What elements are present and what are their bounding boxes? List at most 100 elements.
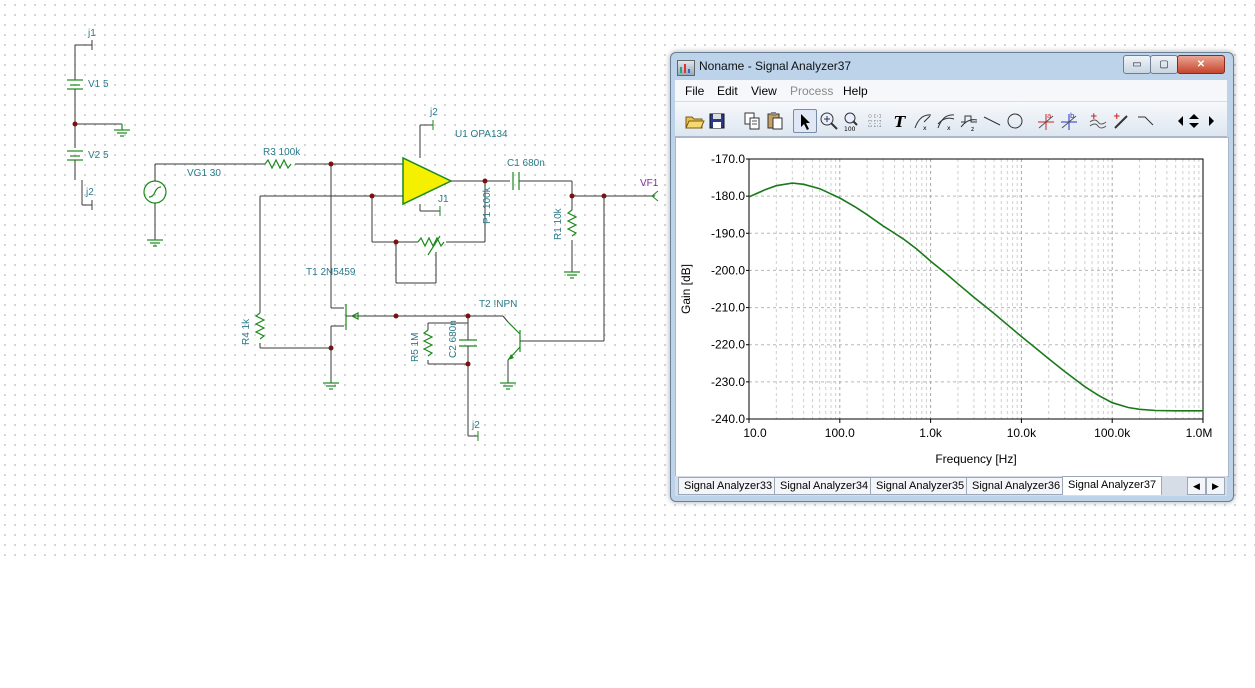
label-t1: T1 2N5459 bbox=[306, 267, 356, 278]
label-r4: R4 1k bbox=[241, 318, 252, 345]
x-tick-label: 100.0 bbox=[825, 426, 855, 440]
curve-icon[interactable]: x bbox=[912, 110, 934, 132]
menu-edit[interactable]: Edit bbox=[717, 84, 738, 98]
plot-area[interactable]: -170.0 -180.0 -190.0 -200.0 -210.0 -220.0 -230… bbox=[675, 137, 1229, 477]
label-p1: P1 100k bbox=[482, 186, 493, 224]
toolbar: 100 T x x z a b + + bbox=[675, 102, 1227, 137]
y-tick-label: -220.0 bbox=[711, 338, 745, 352]
label-t2: T2 !NPN bbox=[479, 299, 517, 310]
y-axis-label: Gain [dB] bbox=[679, 264, 693, 314]
paste-icon[interactable] bbox=[764, 110, 786, 132]
svg-text:+: + bbox=[1113, 112, 1121, 122]
nav-updown-icon[interactable] bbox=[1183, 110, 1199, 132]
label-j2-bottom: j2 bbox=[471, 420, 480, 431]
save-icon[interactable] bbox=[706, 110, 728, 132]
svg-text:T: T bbox=[894, 113, 907, 131]
label-j2-left: j2 bbox=[85, 187, 94, 198]
transistor-t1[interactable] bbox=[323, 161, 396, 390]
svg-text:x: x bbox=[947, 125, 951, 132]
curve-2-icon[interactable]: x bbox=[935, 110, 957, 132]
tab-signal-analyzer36[interactable]: Signal Analyzer36 bbox=[966, 477, 1067, 495]
schematic-diagram[interactable]: j1 V1 5 V2 5 j2 VG1 30 R3 100k bbox=[0, 0, 670, 560]
label-r1: R1 10k bbox=[553, 207, 564, 240]
label-r3: R3 100k bbox=[263, 147, 301, 158]
svg-text:b: b bbox=[1070, 112, 1075, 120]
resistor-r3[interactable] bbox=[264, 158, 292, 170]
label-c1: C1 680n bbox=[507, 158, 545, 169]
copy-icon[interactable] bbox=[741, 110, 763, 132]
potentiometer-p1[interactable] bbox=[260, 178, 488, 284]
maximize-button[interactable]: ▢ bbox=[1150, 55, 1178, 74]
chart-grid bbox=[748, 158, 1203, 420]
opamp-u1[interactable] bbox=[402, 120, 510, 216]
open-icon[interactable] bbox=[683, 110, 705, 132]
signal-analyzer-window[interactable]: Noname - Signal Analyzer37 ▭ ▢ ✕ File Ed… bbox=[670, 52, 1234, 502]
cursor-a-icon[interactable]: a bbox=[1035, 110, 1057, 132]
menu-process: Process bbox=[790, 84, 834, 98]
cursor-b-icon[interactable]: b bbox=[1058, 110, 1080, 132]
y-tick-label: -230.0 bbox=[711, 375, 745, 389]
nav-left-icon[interactable] bbox=[1169, 110, 1183, 132]
tab-signal-analyzer34[interactable]: Signal Analyzer34 bbox=[774, 477, 875, 495]
label-vg1: VG1 30 bbox=[187, 168, 221, 179]
plot-frame bbox=[748, 158, 1204, 420]
y-tick-label: -240.0 bbox=[711, 412, 745, 426]
y-tick-label: -190.0 bbox=[711, 226, 745, 240]
circle-icon[interactable] bbox=[1004, 110, 1026, 132]
y-tick-label: -180.0 bbox=[711, 189, 745, 203]
gain-series-line bbox=[748, 182, 1203, 412]
resistor-r4[interactable] bbox=[254, 196, 331, 349]
label-v1: V1 5 bbox=[88, 79, 109, 90]
x-tick-label: 1.0M bbox=[1186, 426, 1213, 440]
label-c2: C2 680n bbox=[448, 320, 459, 358]
tab-signal-analyzer33[interactable]: Signal Analyzer33 bbox=[678, 477, 779, 495]
label-j1-top: j1 bbox=[87, 28, 96, 39]
tab-scroll-left-icon[interactable]: ◀ bbox=[1187, 477, 1206, 495]
pen-icon[interactable]: + bbox=[1110, 110, 1132, 132]
tab-scroll-right-icon[interactable]: ▶ bbox=[1206, 477, 1225, 495]
x-tick-label: 10.0k bbox=[1007, 426, 1037, 440]
rc-network[interactable] bbox=[393, 313, 504, 442]
y-tick-label: -200.0 bbox=[711, 263, 745, 277]
transistor-t2[interactable] bbox=[500, 196, 605, 390]
battery-stack bbox=[67, 40, 130, 210]
label-j1-opamp: J1 bbox=[438, 194, 449, 205]
x-tick-label: 100.0k bbox=[1094, 426, 1131, 440]
zoom-100-icon[interactable]: 100 bbox=[841, 110, 863, 133]
window-title: Noname - Signal Analyzer37 bbox=[699, 59, 852, 73]
resistor-r1[interactable] bbox=[564, 193, 607, 279]
window-titlebar[interactable]: Noname - Signal Analyzer37 ▭ ▢ ✕ bbox=[671, 53, 1233, 79]
zoom-in-icon[interactable] bbox=[818, 110, 840, 132]
close-button[interactable]: ✕ bbox=[1177, 55, 1225, 74]
nav-right-icon[interactable] bbox=[1201, 110, 1214, 132]
menu-view[interactable]: View bbox=[751, 84, 777, 98]
x-tick-label: 1.0k bbox=[919, 426, 943, 440]
analyzer-app-icon bbox=[677, 60, 695, 76]
y-tick-label: -210.0 bbox=[711, 301, 745, 315]
svg-text:100: 100 bbox=[844, 126, 856, 132]
menu-file[interactable]: File bbox=[685, 84, 705, 98]
angle-icon[interactable] bbox=[1135, 110, 1157, 132]
label-v2: V2 5 bbox=[88, 150, 109, 161]
y-tick-label: -170.0 bbox=[711, 152, 745, 166]
label-j2-top: j2 bbox=[429, 107, 438, 118]
y-tick-labels: -170.0 -180.0 -190.0 -200.0 -210.0 -220.0 -230… bbox=[711, 152, 749, 426]
tab-signal-analyzer35[interactable]: Signal Analyzer35 bbox=[870, 477, 971, 495]
line-icon[interactable] bbox=[981, 110, 1003, 132]
gain-chart[interactable]: -170.0 -180.0 -190.0 -200.0 -210.0 -220.0 -230… bbox=[676, 138, 1228, 476]
menu-help[interactable]: Help bbox=[843, 84, 868, 98]
text-icon[interactable]: T bbox=[889, 110, 911, 132]
signal-generator[interactable] bbox=[143, 163, 265, 247]
menu-bar: File Edit View Process Help bbox=[675, 80, 1227, 102]
capacitor-c1[interactable] bbox=[512, 172, 655, 197]
grid-icon[interactable] bbox=[864, 110, 886, 132]
marker-icon[interactable]: + bbox=[1087, 110, 1109, 132]
x-axis-label: Frequency [Hz] bbox=[935, 452, 1016, 466]
curve-3-icon[interactable]: z bbox=[958, 110, 980, 133]
pointer-icon[interactable] bbox=[793, 109, 817, 133]
svg-text:x: x bbox=[923, 125, 927, 132]
tab-bar: Signal Analyzer33 Signal Analyzer34 Sign… bbox=[675, 476, 1227, 496]
minimize-button[interactable]: ▭ bbox=[1123, 55, 1151, 74]
tab-signal-analyzer37[interactable]: Signal Analyzer37 bbox=[1062, 476, 1163, 495]
